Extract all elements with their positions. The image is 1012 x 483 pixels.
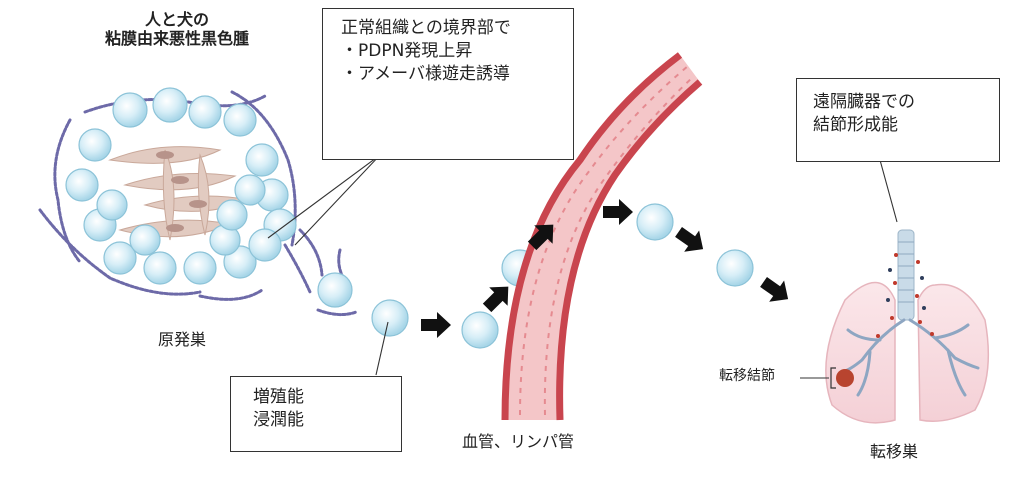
trachea-rings: [898, 241, 914, 303]
metastasis-line-1: 遠隔臓器での: [813, 92, 915, 112]
migration-arrow: [603, 199, 633, 225]
migration-arrow: [482, 286, 509, 313]
collagen-fibers: [38, 90, 358, 317]
melanoma-cell: [216, 199, 248, 231]
metastatic-node-label: 転移結節: [719, 368, 775, 384]
melanoma-cell: [129, 224, 161, 256]
metastasis-callout: 遠隔臓器での 結節形成能: [796, 78, 1000, 162]
lungs: [800, 229, 990, 424]
migration-arrow: [675, 227, 704, 252]
melanoma-cell: [65, 168, 99, 202]
melanoma-cell: [152, 87, 188, 123]
vessel-label: 血管、リンパ管: [462, 432, 575, 451]
title-line-1: 人と犬の: [144, 10, 209, 29]
blood-lymph-vessel: [501, 52, 703, 421]
melanoma-cell: [371, 299, 409, 337]
melanoma-cell: [143, 251, 177, 285]
bronchi: [840, 318, 980, 397]
metastasis-line-2: 結節形成能: [813, 114, 898, 135]
growth-line-1: 増殖能: [253, 387, 304, 407]
melanoma-cell: [78, 128, 112, 162]
migration-arrow: [760, 277, 789, 302]
melanoma-cell: [245, 143, 279, 177]
spindle-nuclei: [156, 151, 207, 232]
melanoma-cell: [234, 174, 266, 206]
boundary-callout: 正常組織との境界部で ・PDPN発現上昇 ・アメーバ様遊走誘導: [322, 8, 574, 160]
melanoma-cell: [183, 251, 217, 285]
melanoma-cell: [317, 272, 353, 308]
melanoma-cell: [636, 203, 674, 241]
melanoma-cell: [96, 189, 128, 221]
melanoma-cell: [223, 103, 257, 137]
title-line-2: 粘膜由来悪性黒色腫: [104, 29, 249, 49]
migration-arrows: [421, 199, 789, 338]
metastatic-node: [836, 369, 854, 387]
melanoma-cell: [716, 249, 754, 287]
diagram-title: 人と犬の 粘膜由来悪性黒色腫: [92, 10, 262, 48]
melanoma-cell: [103, 241, 137, 275]
boundary-item-2: ・アメーバ様遊走誘導: [341, 63, 510, 84]
boundary-heading: 正常組織との境界部で: [341, 18, 511, 38]
melanoma-cell: [223, 245, 257, 279]
migration-arrow: [527, 224, 554, 251]
melanoma-cell: [188, 95, 222, 129]
melanoma-cell: [112, 92, 148, 128]
melanoma-cell: [248, 228, 282, 262]
growth-callout: 増殖能 浸潤能: [230, 376, 402, 452]
primary-site-label: 原発巣: [158, 330, 207, 349]
lymph-dots: [876, 253, 934, 338]
migration-arrow: [421, 312, 451, 338]
growth-line-2: 浸潤能: [253, 409, 304, 430]
metastatic-site-label: 転移巣: [870, 442, 919, 461]
boundary-item-1: ・PDPN発現上昇: [341, 40, 473, 61]
lymph-dots-dark: [886, 268, 926, 310]
melanoma-cell: [461, 311, 499, 349]
